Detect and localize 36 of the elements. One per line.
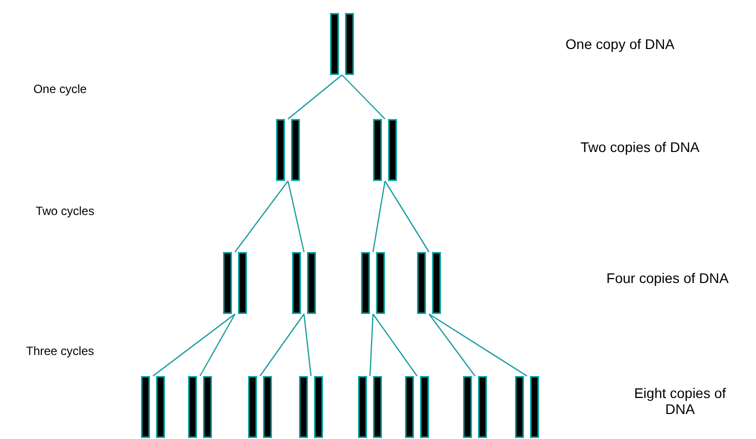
connector-line (152, 314, 236, 376)
connector-line (260, 314, 304, 376)
dna-double-strand-drawing (357, 376, 383, 438)
copy-count-label: Eight copies of DNA (633, 385, 727, 417)
connector-line (369, 314, 374, 376)
dna-double-strand-drawing (514, 376, 540, 438)
dna-double-strand-drawing (404, 376, 430, 438)
dna-double-strand-drawing (275, 119, 301, 181)
connector-line (287, 180, 305, 252)
connector-line (372, 180, 386, 252)
connector-line (199, 314, 236, 376)
connector-line (342, 74, 386, 120)
copy-count-label: Two copies of DNA (579, 139, 701, 155)
dna-double-strand-drawing (140, 376, 166, 438)
connector-line (303, 314, 312, 376)
connector-line (384, 180, 430, 252)
connector-line (288, 74, 342, 120)
dna-double-strand-drawing (416, 252, 442, 314)
cycle-label: One cycle (32, 82, 88, 96)
cycle-label: Three cycles (24, 344, 96, 358)
dna-double-strand-drawing (298, 376, 324, 438)
connector-line (428, 314, 528, 376)
dna-double-strand-drawing (360, 252, 386, 314)
dna-double-strand-drawing (291, 252, 317, 314)
dna-double-strand-drawing (247, 376, 273, 438)
dna-double-strand-drawing (222, 252, 248, 314)
cycle-label: Two cycles (34, 204, 96, 218)
copy-count-label: One copy of DNA (564, 36, 676, 52)
connector-line (428, 314, 476, 376)
connector-line (372, 314, 418, 376)
dna-double-strand-drawing (329, 13, 355, 75)
dna-double-strand-drawing (187, 376, 213, 438)
dna-double-strand-drawing (372, 119, 398, 181)
dna-double-strand-drawing (462, 376, 488, 438)
copy-count-label: Four copies of DNA (605, 270, 730, 286)
connector-line (234, 180, 288, 252)
